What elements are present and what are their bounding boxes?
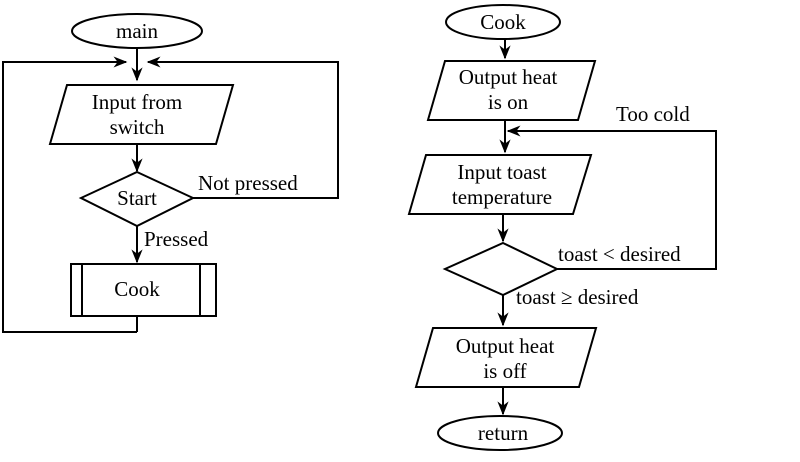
output-heat-off-label-1: Output heat <box>456 334 555 358</box>
cook-subroutine <box>70 263 217 317</box>
cook-subroutine-label: Cook <box>114 277 160 301</box>
cook-terminal-label: Cook <box>480 10 526 34</box>
too-cold-label: Too cold <box>616 102 690 126</box>
input-toast-temp-label-1: Input toast <box>457 160 546 184</box>
loop-from-cook-arrow <box>2 56 137 333</box>
input-toast-temp-box <box>407 154 593 215</box>
return-terminal-label: return <box>478 421 529 445</box>
output-heat-off-label-2: is off <box>483 359 526 383</box>
not-pressed-label: Not pressed <box>198 171 298 195</box>
input-toast-temp-label-2: temperature <box>452 185 552 209</box>
output-heat-on-label-1: Output heat <box>459 65 558 89</box>
start-decision-label: Start <box>117 186 157 210</box>
pressed-label: Pressed <box>144 227 209 251</box>
too-cold-loop-arrow <box>506 125 717 270</box>
output-heat-on-box <box>426 60 597 121</box>
loop-not-pressed-arrow <box>146 56 339 199</box>
cook-flowchart: Cook Output heat is on Too cold Input to… <box>407 4 717 451</box>
main-flowchart: main Input from switch Start Not pressed… <box>2 13 339 333</box>
output-heat-on-label-2: is on <box>488 90 529 114</box>
return-terminal <box>437 415 563 451</box>
input-switch-label-1: Input from <box>92 90 182 114</box>
input-switch-box <box>48 84 235 145</box>
input-switch-label-2: switch <box>110 115 165 139</box>
toast-geq-label: toast ≥ desired <box>516 285 639 309</box>
output-heat-off-box <box>414 327 598 388</box>
toast-less-label: toast < desired <box>558 242 681 266</box>
cook-terminal <box>445 4 561 40</box>
main-terminal-label: main <box>116 19 158 43</box>
